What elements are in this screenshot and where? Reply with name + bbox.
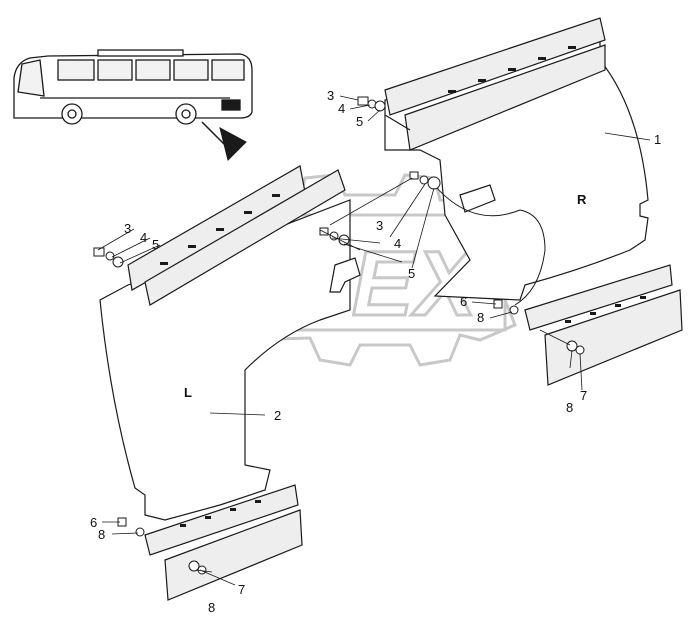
callout-left-lower-washer-a: 8 — [98, 527, 105, 542]
callout-right-panel: 1 — [654, 132, 661, 147]
callout-labels: 3 4 5 1 R 3 4 5 3 4 5 6 8 7 8 L 2 6 8 7 … — [90, 88, 661, 615]
callout-right-lower-screw: 6 — [460, 294, 467, 309]
callout-right-lower-washer-a: 8 — [477, 310, 484, 325]
right-upper-bolt-icon — [357, 96, 386, 112]
callout-center-clip-lock-washer: 4 — [394, 236, 401, 251]
callout-right-clip-bolt: 3 — [327, 88, 334, 103]
callout-right-clip-washer: 5 — [356, 114, 363, 129]
harness-wire — [429, 179, 546, 306]
callout-center-clip-bolt: 3 — [376, 218, 383, 233]
side-label-right: R — [577, 192, 587, 207]
right-lower-screw-icon — [493, 299, 585, 355]
right-panel-upper-slots — [448, 46, 576, 93]
right-mudguard-panel — [384, 17, 649, 301]
callout-right-clip-lock-washer: 4 — [338, 101, 345, 116]
callout-left-lower-nut: 7 — [238, 582, 245, 597]
right-lower-trim-strip — [524, 264, 683, 386]
callout-left-clip-washer: 5 — [152, 237, 159, 252]
callout-left-lower-washer-b: 8 — [208, 600, 215, 615]
callout-left-lower-screw: 6 — [90, 515, 97, 530]
right-lower-slots — [565, 296, 646, 323]
leader-lines — [97, 95, 651, 586]
callout-right-lower-nut: 7 — [580, 388, 587, 403]
callout-right-lower-washer-b: 8 — [566, 400, 573, 415]
bus-icon — [13, 49, 253, 125]
callout-left-clip-bolt: 3 — [124, 221, 131, 236]
direction-arrow-icon — [201, 121, 247, 161]
center-bracket — [329, 184, 496, 293]
callout-center-clip-washer: 5 — [408, 266, 415, 281]
left-lower-screw-icon — [117, 517, 207, 575]
callout-left-panel: 2 — [274, 408, 281, 423]
left-lower-slots — [180, 500, 261, 527]
left-upper-bolt-icon — [93, 247, 124, 268]
left-panel-upper-slots — [160, 194, 280, 265]
callout-left-clip-lock-washer: 4 — [140, 230, 147, 245]
side-label-left: L — [184, 385, 192, 400]
